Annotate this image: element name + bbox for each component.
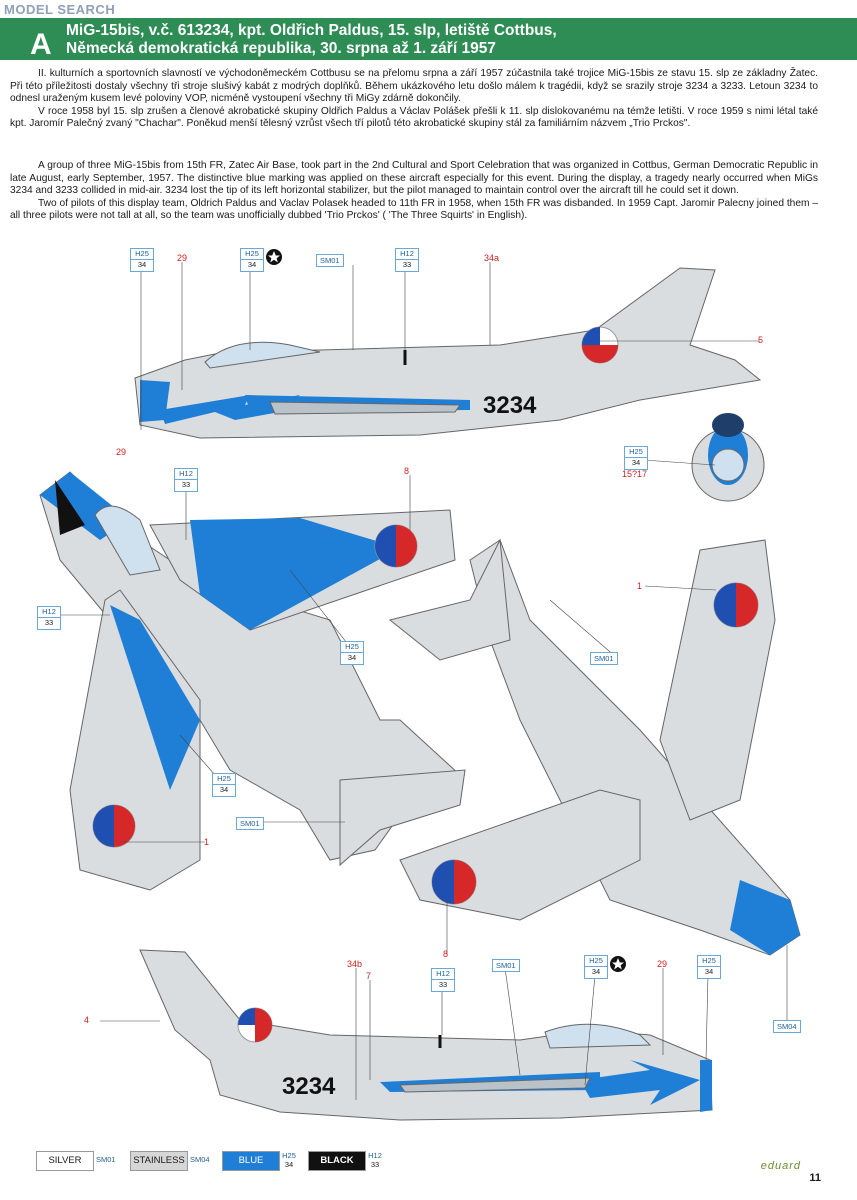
aircraft-number-bottom: 3234 — [282, 1073, 336, 1100]
star-icon — [266, 249, 282, 265]
ref-number: 34b — [347, 959, 363, 969]
watermark: MODEL SEARCH — [4, 2, 116, 17]
aircraft-number-top: 3234 — [483, 392, 537, 419]
ref-number: 4 — [84, 1015, 90, 1025]
color-callout-silver: SM01 — [236, 817, 264, 830]
legend-silver: SILVER — [36, 1151, 94, 1171]
color-callout-silver: SM01 — [492, 959, 520, 972]
top-view — [39, 471, 466, 891]
ref-number: 15?17 — [622, 469, 648, 479]
side-profile-bottom: 3234 — [139, 949, 713, 1121]
color-callout-stainless: SM04 — [773, 1020, 801, 1033]
leader-lines — [56, 262, 788, 1100]
brand-logo: eduard — [760, 1160, 801, 1172]
legend-black: BLACK — [308, 1151, 366, 1171]
bottom-view — [388, 538, 801, 956]
side-profile-top: 3234 — [134, 267, 762, 439]
ref-number: 5 — [758, 335, 764, 345]
english-paragraph: A group of three MiG-15bis from 15th FR,… — [10, 160, 818, 197]
title-line-1: MiG-15bis, v.č. 613234, kpt. Oldřich Pal… — [66, 22, 557, 39]
ref-number: 29 — [116, 447, 127, 457]
ref-number: 8 — [404, 466, 410, 476]
czech-paragraph: II. kulturních a sportovních slavností v… — [10, 68, 818, 105]
header-bar — [0, 18, 857, 60]
czech-paragraph: V roce 1958 byl 15. slp zrušen a členové… — [10, 105, 818, 130]
profile-badge: A — [30, 28, 52, 61]
legend-blue: BLUE — [222, 1151, 280, 1171]
ref-number: 1 — [637, 581, 643, 591]
color-callout-silver: SM01 — [316, 254, 344, 267]
english-text: A group of three MiG-15bis from 15th FR,… — [10, 160, 818, 223]
page-number: 11 — [809, 1172, 821, 1184]
ref-number: 29 — [657, 959, 668, 969]
ref-number: 34a — [484, 253, 500, 263]
ref-number: 29 — [177, 253, 188, 263]
color-callout-silver: SM01 — [590, 652, 618, 665]
title-line-2: Německá demokratická republika, 30. srpn… — [66, 40, 496, 57]
legend-silver-code: SM01 — [96, 1155, 116, 1164]
legend-stainless-code: SM04 — [190, 1155, 210, 1164]
ref-number: 1 — [204, 837, 210, 847]
front-view — [691, 413, 765, 502]
ref-number: 7 — [366, 971, 372, 981]
english-paragraph: Two of pilots of this display team, Oldr… — [10, 197, 818, 222]
star-icon — [610, 956, 626, 972]
czech-text: II. kulturních a sportovních slavností v… — [10, 68, 818, 131]
legend-stainless: STAINLESS — [130, 1151, 188, 1171]
ref-number: 8 — [443, 949, 449, 959]
